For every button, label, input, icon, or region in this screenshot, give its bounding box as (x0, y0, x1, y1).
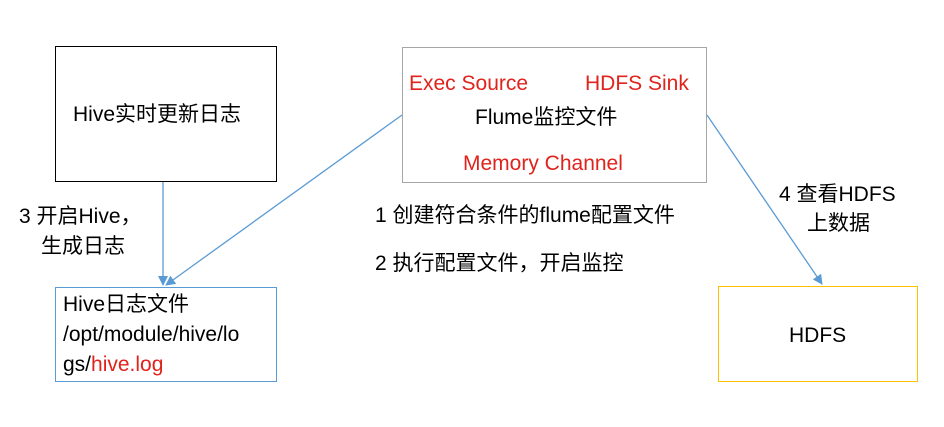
hive-log-path-prefix: gs/ (63, 353, 92, 376)
step3-annotation-line1: 3 开启Hive， (19, 205, 142, 228)
step1-annotation: 1 创建符合条件的flume配置文件 (375, 204, 675, 227)
flume-monitor-label: Flume监控文件 (475, 106, 618, 129)
hive-log-path: /opt/module/hive/lo (63, 323, 240, 346)
step2-annotation: 2 执行配置文件，开启监控 (375, 252, 624, 275)
hdfs-node: HDFS (718, 286, 918, 382)
hive-log-update-label: Hive实时更新日志 (73, 103, 242, 126)
step4-annotation-line1: 4 查看HDFS (779, 183, 896, 206)
hive-log-path-cont: gs/hive.log (63, 352, 163, 377)
hive-log-filename: hive.log (91, 353, 164, 376)
hdfs-sink-label: HDFS Sink (585, 72, 689, 95)
exec-source-label: Exec Source (409, 72, 529, 95)
hive-log-update-node: Hive实时更新日志 (55, 46, 277, 182)
hive-log-file-node: Hive日志文件 /opt/module/hive/lo gs/hive.log (55, 287, 277, 382)
memory-channel-label: Memory Channel (463, 152, 623, 175)
hive-log-file-title: Hive日志文件 (63, 293, 190, 316)
step3-annotation-line2: 生成日志 (41, 235, 125, 258)
step4-annotation-line2: 上数据 (807, 212, 870, 235)
flume-monitor-node: Exec Source HDFS Sink Flume监控文件 Memory C… (402, 47, 707, 183)
hdfs-label: HDFS (789, 324, 847, 347)
